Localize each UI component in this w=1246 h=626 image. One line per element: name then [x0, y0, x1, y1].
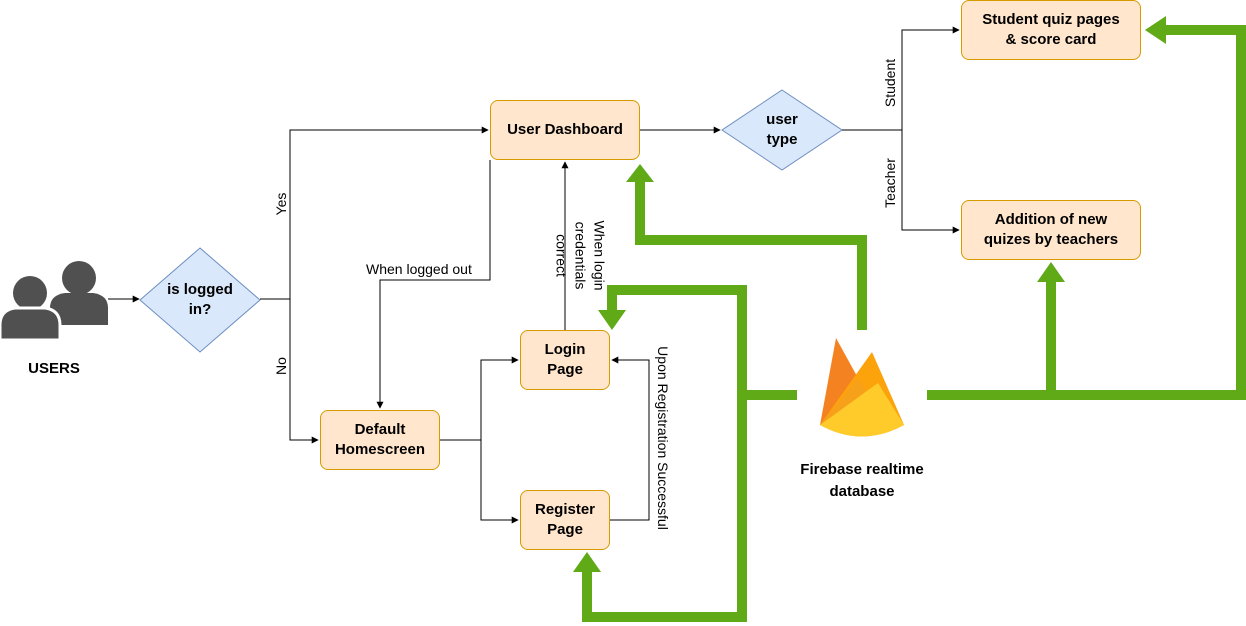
user-dashboard-label: User Dashboard [507, 121, 623, 138]
flow-firebase-to-quiz [1051, 25, 1246, 400]
edge-yes-to-dashboard [260, 126, 489, 300]
edge-student-to-quiz [842, 26, 960, 131]
firebase-label: Firebase realtime database [800, 461, 924, 500]
edge-label-teacher: Teacher [882, 158, 898, 208]
student-quiz-label: Student quiz pages & score card [982, 11, 1120, 48]
flow-firebase-to-addition [927, 282, 1056, 400]
user-type-label: user type [766, 111, 798, 148]
flow-firebase-to-login [607, 285, 797, 400]
edge-homescreen-to-register [480, 440, 519, 524]
edge-label-when-login-correct: When login credentials correct [553, 220, 608, 291]
student-quiz-node: Student quiz pages & score card [961, 0, 1141, 60]
addition-quizes-label: Addition of new quizes by teachers [983, 211, 1119, 248]
edge-label-no: No [273, 357, 289, 375]
is-logged-in-text: is logged in? [160, 280, 240, 320]
firebase-flame-icon [820, 338, 904, 437]
is-logged-in-decision-shape [139, 247, 261, 353]
flow-arrowhead-dashboard [626, 164, 654, 182]
users-label: USERS [28, 360, 80, 377]
edge-no-to-homescreen [289, 299, 319, 444]
register-page-node: Register Page [520, 490, 610, 550]
user-type-text: user type [752, 110, 812, 150]
addition-quizes-node: Addition of new quizes by teachers [961, 200, 1141, 260]
flow-arrowhead-quiz [1145, 16, 1166, 44]
login-page-node: Login Page [520, 330, 610, 390]
flow-firebase-to-dashboard [635, 182, 867, 330]
register-page-label: Register Page [534, 501, 596, 538]
default-homescreen-node: Default Homescreen [320, 410, 440, 470]
edge-label-yes: Yes [273, 192, 289, 216]
default-homescreen-label: Default Homescreen [334, 421, 426, 458]
flow-firebase-to-register [582, 395, 747, 622]
user-type-decision-shape [721, 89, 843, 171]
firebase-data-flows [582, 25, 1246, 622]
edge-label-upon-registration: Upon Registration Successful [655, 346, 671, 530]
user-dashboard-node: User Dashboard [490, 100, 640, 160]
flow-arrowhead-register [573, 552, 601, 572]
login-page-label: Login Page [544, 341, 586, 378]
users-icon [0, 261, 108, 342]
is-logged-in-label: is logged in? [167, 281, 233, 318]
edge-teacher-to-addition [901, 130, 960, 234]
edge-label-when-logged-out: When logged out [366, 261, 472, 277]
edge-logout-to-homescreen [376, 160, 491, 409]
flow-arrowhead-login [598, 310, 626, 330]
edge-homescreen-to-login [440, 356, 519, 441]
flow-arrowhead-addition [1037, 262, 1065, 282]
edge-label-student: Student [882, 58, 898, 108]
edge-register-to-login [610, 356, 650, 521]
